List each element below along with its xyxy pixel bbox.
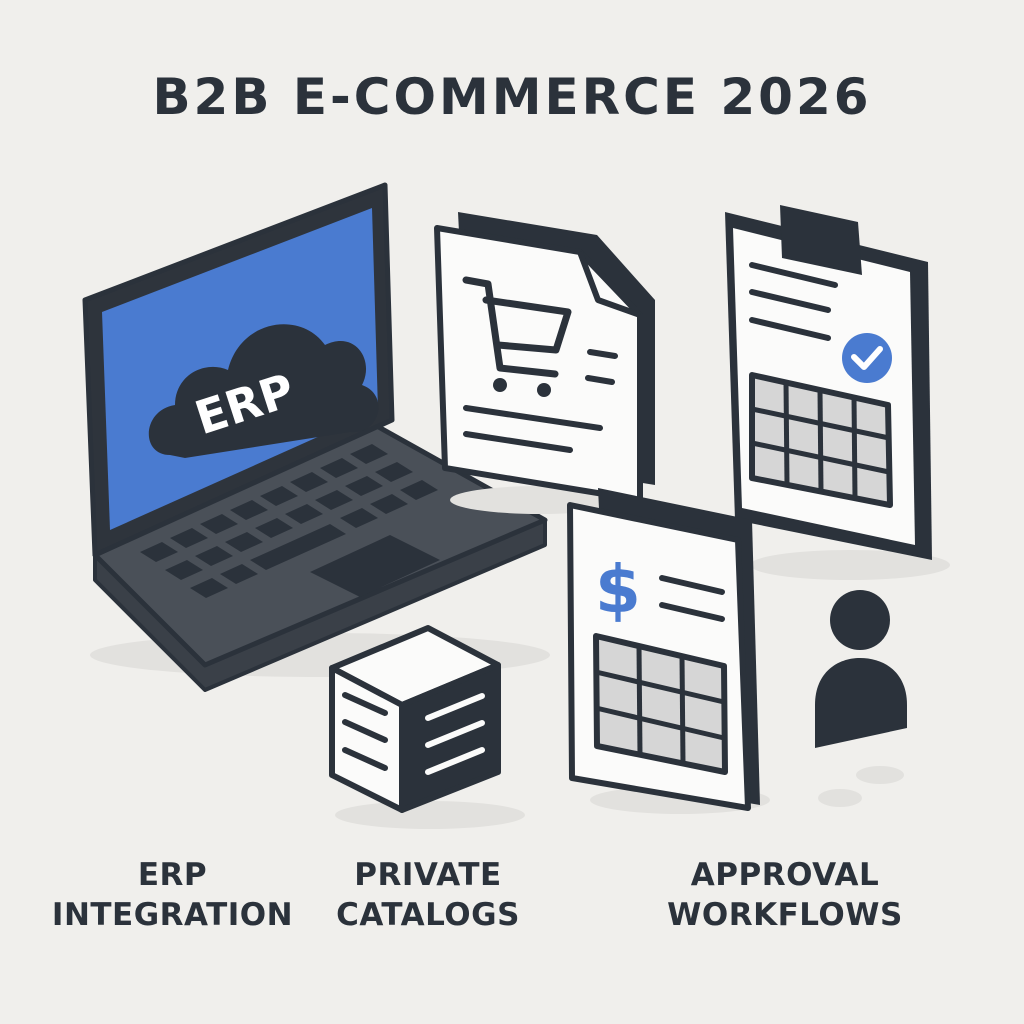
label-approval-workflows-line2: WORKFLOWS	[667, 897, 903, 933]
laptop-icon: ERP	[82, 182, 550, 692]
shopping-cart-document-icon	[434, 212, 655, 514]
label-private-catalogs: PRIVATE CATALOGS	[318, 855, 538, 935]
invoice-icon: $	[567, 488, 770, 814]
label-private-catalogs-line1: PRIVATE	[354, 857, 502, 893]
clipboard-grid	[749, 372, 893, 508]
label-erp-integration-line1: ERP	[137, 857, 208, 893]
user-head	[830, 590, 890, 650]
label-erp-integration-line2: INTEGRATION	[51, 897, 294, 933]
invoice-text-lines	[659, 575, 725, 622]
label-erp-integration: ERP INTEGRATION	[40, 855, 305, 935]
user-body	[815, 658, 907, 748]
cloud-shape	[148, 324, 379, 458]
box-icon	[329, 625, 525, 829]
label-private-catalogs-line2: CATALOGS	[336, 897, 520, 933]
label-approval-workflows: APPROVAL WORKFLOWS	[640, 855, 930, 935]
laptop-trackpad	[310, 535, 440, 597]
label-approval-workflows-line1: APPROVAL	[690, 857, 880, 893]
keyboard-keys	[140, 444, 438, 598]
page-title: B2B E-COMMERCE 2026	[152, 68, 872, 126]
clipboard-text-lines	[749, 262, 838, 341]
user-icon	[815, 590, 907, 807]
document-text-lines	[463, 349, 618, 453]
invoice-grid	[593, 633, 728, 775]
clipboard-checklist-icon	[725, 205, 950, 580]
cloud-icon: ERP	[148, 324, 379, 458]
clipboard-clip	[780, 205, 862, 275]
check-icon	[842, 333, 892, 383]
invoice-currency-symbol: $	[595, 551, 641, 628]
shopping-cart-icon	[462, 276, 572, 378]
